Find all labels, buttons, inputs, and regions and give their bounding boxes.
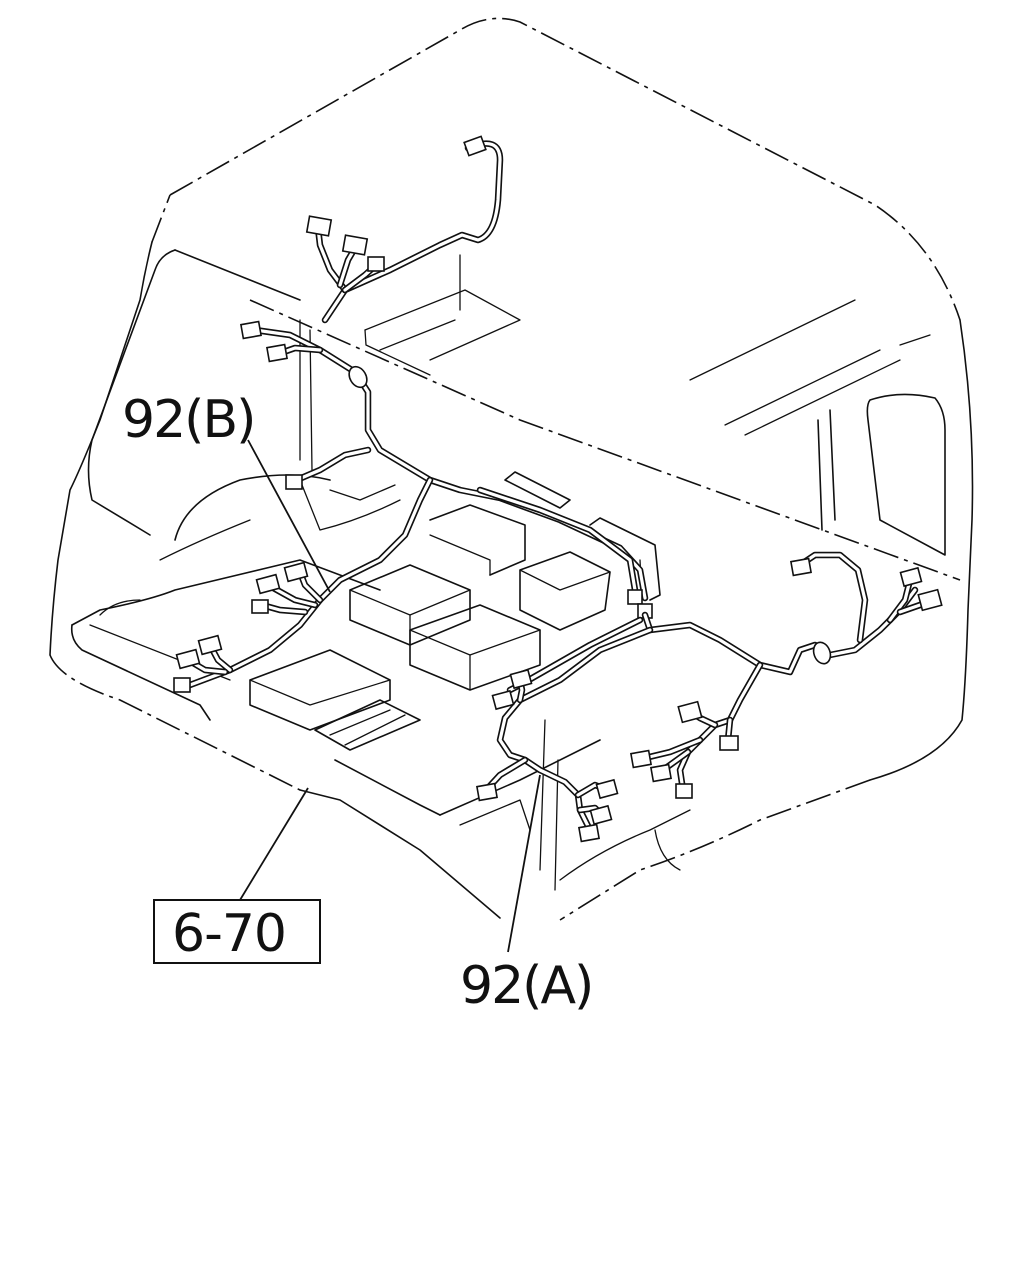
label-92b: 92(B) (122, 390, 254, 450)
reference-box: 6-70 (153, 899, 321, 964)
harness-92a (475, 551, 943, 843)
floor-panels (70, 471, 691, 891)
harness-92b (173, 135, 653, 693)
cab-outline (49, 17, 974, 921)
leader-6-70 (239, 787, 309, 901)
leader-92b (247, 439, 331, 593)
reference-label: 6-70 (172, 904, 286, 964)
label-92a: 92(A) (460, 956, 592, 1016)
leader-lines (239, 439, 541, 953)
leader-92a (507, 774, 541, 953)
